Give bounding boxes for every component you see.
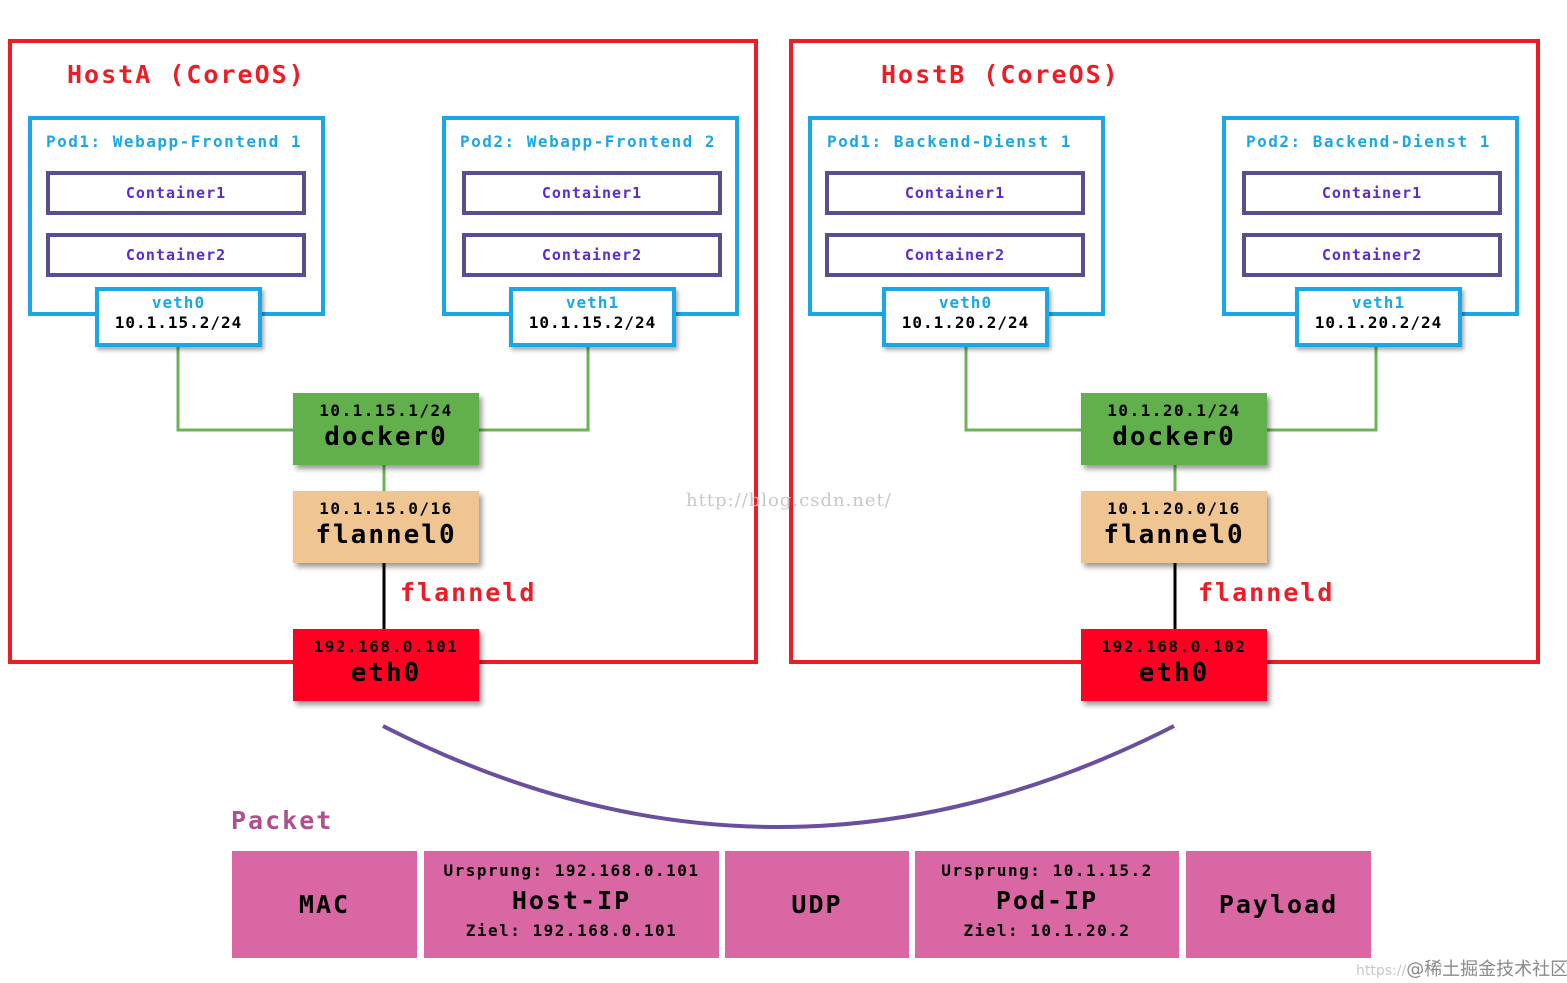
veth-ip: 10.1.15.2/24	[114, 313, 243, 332]
host-a-pod2-box	[442, 116, 739, 316]
host-b-pod1-container1: Container1	[825, 171, 1085, 215]
flannel0-ip: 10.1.20.0/16	[1107, 499, 1241, 518]
host-b-pod2-container2: Container2	[1242, 233, 1502, 277]
eth0-name: eth0	[1138, 658, 1210, 688]
host-a-eth0: 192.168.0.101 eth0	[293, 629, 479, 701]
host-b-pod2-box	[1222, 116, 1519, 316]
segment-source: Ursprung: 192.168.0.101	[443, 861, 700, 880]
veth-ip: 10.1.20.2/24	[901, 313, 1030, 332]
veth1-to-docker0-link-a	[478, 345, 590, 432]
corner-watermark: https://@稀土掘金技术社区	[1356, 955, 1567, 981]
veth-ip: 10.1.15.2/24	[528, 313, 657, 332]
host-b-pod1-container2: Container2	[825, 233, 1085, 277]
host-a-pod2-title: Pod2: Webapp-Frontend 2	[460, 132, 717, 151]
packet-segment-pod-ip: Ursprung: 10.1.15.2 Pod-IP Ziel: 10.1.20…	[915, 851, 1179, 958]
veth-ip: 10.1.20.2/24	[1314, 313, 1443, 332]
host-b-flannel0: 10.1.20.0/16 flannel0	[1081, 491, 1267, 563]
veth-name: veth0	[151, 293, 206, 312]
segment-label: UDP	[791, 890, 843, 919]
packet-segment-udp: UDP	[725, 851, 909, 958]
segment-label: Pod-IP	[995, 886, 1099, 915]
host-b-pod1-veth: veth0 10.1.20.2/24	[882, 287, 1049, 347]
veth1-to-docker0-link-b	[1265, 345, 1378, 432]
corner-watermark-faint: https://	[1356, 963, 1407, 979]
eth0-name: eth0	[350, 658, 422, 688]
host-a-docker0: 10.1.15.1/24 docker0	[293, 393, 479, 465]
host-b-title: HostB (CoreOS)	[881, 60, 1120, 89]
host-a-pod1-title: Pod1: Webapp-Frontend 1	[46, 132, 303, 151]
host-b-pod2-container1: Container1	[1242, 171, 1502, 215]
host-b-pod1-title: Pod1: Backend-Dienst 1	[827, 132, 1072, 151]
segment-label: Payload	[1218, 890, 1339, 919]
eth0-ip: 192.168.0.101	[313, 637, 459, 656]
host-a-pod1-veth: veth0 10.1.15.2/24	[95, 287, 262, 347]
tunnel-arc	[382, 724, 1175, 829]
host-a-flanneld-label: flanneld	[400, 578, 537, 607]
docker0-ip: 10.1.15.1/24	[319, 401, 453, 420]
segment-label: Host-IP	[511, 886, 632, 915]
flannel0-name: flannel0	[315, 520, 457, 550]
packet-title: Packet	[231, 806, 334, 835]
docker0-name: docker0	[324, 422, 448, 452]
eth0-ip: 192.168.0.102	[1101, 637, 1247, 656]
segment-destination: Ziel: 192.168.0.101	[465, 921, 678, 940]
packet-segment-host-ip: Ursprung: 192.168.0.101 Host-IP Ziel: 19…	[424, 851, 719, 958]
host-a-flannel0: 10.1.15.0/16 flannel0	[293, 491, 479, 563]
packet-segment-payload: Payload	[1186, 851, 1371, 958]
veth-name: veth0	[938, 293, 993, 312]
host-b-eth0: 192.168.0.102 eth0	[1081, 629, 1267, 701]
segment-label: MAC	[298, 890, 351, 919]
host-a-pod2-veth: veth1 10.1.15.2/24	[509, 287, 676, 347]
host-a-title: HostA (CoreOS)	[67, 60, 306, 89]
host-b-flanneld-label: flanneld	[1198, 578, 1335, 607]
host-b-pod2-veth: veth1 10.1.20.2/24	[1295, 287, 1462, 347]
host-a-pod1-container2: Container2	[46, 233, 306, 277]
host-b-pod2-title: Pod2: Backend-Dienst 1	[1246, 132, 1491, 151]
docker0-name: docker0	[1112, 422, 1236, 452]
flannel0-name: flannel0	[1103, 520, 1245, 550]
host-a-pod1-container1: Container1	[46, 171, 306, 215]
packet-segment-mac: MAC	[232, 851, 417, 958]
segment-source: Ursprung: 10.1.15.2	[941, 861, 1153, 880]
flannel0-ip: 10.1.15.0/16	[319, 499, 453, 518]
host-a-pod2-container1: Container1	[462, 171, 722, 215]
veth0-to-docker0-link-b	[964, 345, 1082, 432]
veth-name: veth1	[1351, 293, 1406, 312]
blog-watermark: http://blog.csdn.net/	[686, 490, 892, 511]
veth0-to-docker0-link-a	[176, 345, 295, 432]
host-b-docker0: 10.1.20.1/24 docker0	[1081, 393, 1267, 465]
host-a-pod1-box	[28, 116, 325, 316]
segment-destination: Ziel: 10.1.20.2	[963, 921, 1131, 940]
corner-watermark-main: @稀土掘金技术社区	[1406, 959, 1567, 980]
host-a-pod2-container2: Container2	[462, 233, 722, 277]
docker0-ip: 10.1.20.1/24	[1107, 401, 1241, 420]
veth-name: veth1	[565, 293, 620, 312]
